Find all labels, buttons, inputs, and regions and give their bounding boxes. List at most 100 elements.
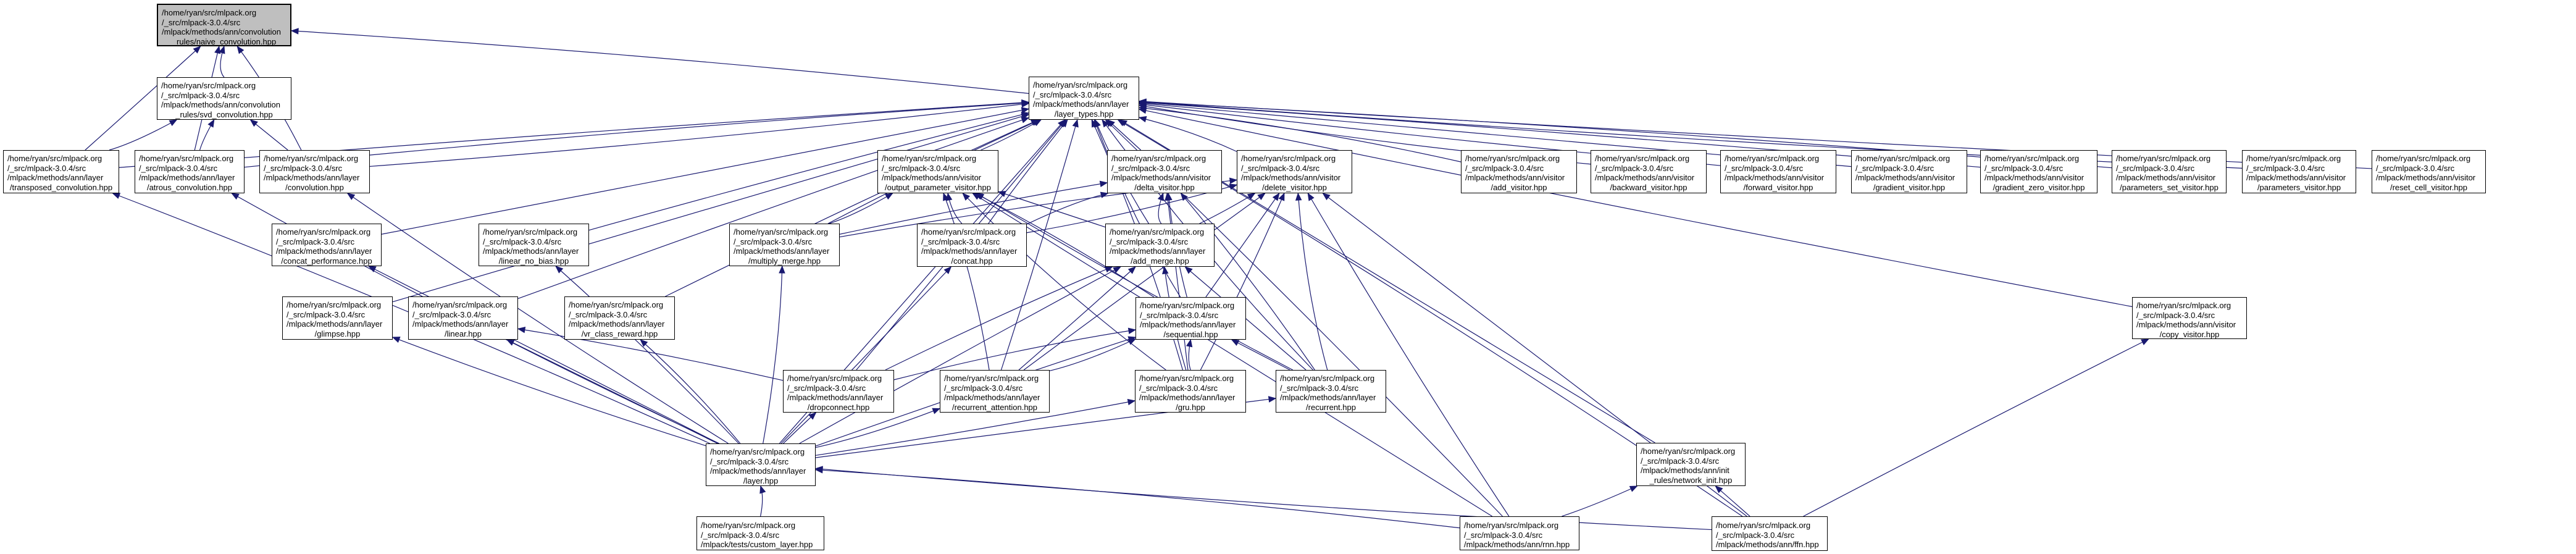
edge-add-merge-to-delete-visitor [1199, 193, 1255, 224]
node-transposed-convolution[interactable]: /home/ryan/src/mlpack.org/_src/mlpack-3.… [3, 150, 119, 193]
arrowhead-icon [1322, 193, 1331, 201]
edge-layer-to-concat-performance [368, 266, 719, 444]
arrowhead-icon [1099, 180, 1108, 187]
node-label-line: /home/ryan/src/mlpack.org [2376, 154, 2471, 163]
node-label-line: /home/ryan/src/mlpack.org [944, 374, 1039, 383]
node-linear-no-bias[interactable]: /home/ryan/src/mlpack.org/_src/mlpack-3.… [479, 224, 589, 266]
arrowhead-icon [1715, 485, 1723, 493]
node-add-merge[interactable]: /home/ryan/src/mlpack.org/_src/mlpack-3.… [1105, 224, 1215, 267]
node-concat-performance[interactable]: /home/ryan/src/mlpack.org/_src/mlpack-3.… [272, 224, 382, 266]
node-concat[interactable]: /home/ryan/src/mlpack.org/_src/mlpack-3.… [917, 224, 1027, 267]
node-sequential[interactable]: /home/ryan/src/mlpack.org/_src/mlpack-3.… [1135, 297, 1246, 340]
edge-rnn-to-network-init [1562, 485, 1637, 517]
node-label-line: /home/ryan/src/mlpack.org [162, 8, 257, 17]
arrowhead-icon [1186, 338, 1193, 348]
node-rnn[interactable]: /home/ryan/src/mlpack.org/_src/mlpack-3.… [1460, 516, 1579, 550]
edge-recurrent-to-delete-visitor [1297, 193, 1328, 371]
node-backward-visitor[interactable]: /home/ryan/src/mlpack.org/_src/mlpack-3.… [1591, 150, 1707, 193]
edge-convolution-to-layer-types [369, 103, 1029, 167]
node-naive-convolution[interactable]: /home/ryan/src/mlpack.org/_src/mlpack-3.… [157, 4, 291, 46]
node-label-line: /mlpack/methods/ann/layer [276, 246, 372, 256]
arrowhead-icon [290, 28, 299, 35]
node-ffn[interactable]: /home/ryan/src/mlpack.org/_src/mlpack-3.… [1712, 516, 1828, 551]
node-label-line: /reset_cell_visitor.hpp [2390, 182, 2467, 192]
edge-ffn-to-copy-visitor [1803, 338, 2149, 517]
node-gru[interactable]: /home/ryan/src/mlpack.org/_src/mlpack-3.… [1135, 370, 1246, 413]
node-delta-visitor[interactable]: /home/ryan/src/mlpack.org/_src/mlpack-3.… [1107, 150, 1222, 193]
arrowhead-icon [1257, 193, 1266, 200]
arrowhead-icon [1104, 266, 1113, 273]
node-recurrent[interactable]: /home/ryan/src/mlpack.org/_src/mlpack-3.… [1276, 370, 1386, 413]
arrowhead-icon [814, 466, 823, 472]
node-label-line: /_src/mlpack-3.0.4/src [2136, 310, 2215, 320]
node-forward-visitor[interactable]: /home/ryan/src/mlpack.org/_src/mlpack-3.… [1720, 150, 1836, 193]
edge-layer-types-to-naive-convolution [291, 30, 1029, 94]
node-label-line: /home/ryan/src/mlpack.org [701, 521, 796, 530]
node-copy-visitor[interactable]: /home/ryan/src/mlpack.org/_src/mlpack-3.… [2132, 297, 2247, 339]
node-label-line: /mlpack/methods/ann/layer [1140, 320, 1236, 329]
node-parameters-visitor[interactable]: /home/ryan/src/mlpack.org/_src/mlpack-3.… [2242, 150, 2356, 193]
arrowhead-icon [367, 266, 377, 272]
node-label-line: /gru.hpp [1176, 402, 1205, 412]
node-output-parameter-visitor[interactable]: /home/ryan/src/mlpack.org/_src/mlpack-3.… [877, 150, 998, 193]
node-label-line: /mlpack/methods/ann/visitor [1725, 173, 1825, 182]
arrowhead-icon [1184, 266, 1193, 274]
node-layer-types[interactable]: /home/ryan/src/mlpack.org/_src/mlpack-3.… [1029, 77, 1139, 120]
node-multiply-merge[interactable]: /home/ryan/src/mlpack.org/_src/mlpack-3.… [729, 224, 840, 266]
node-label-line: /_src/mlpack-3.0.4/src [1595, 163, 1674, 173]
node-label-line: /home/ryan/src/mlpack.org [286, 300, 382, 309]
node-label-line: /_src/mlpack-3.0.4/src [701, 530, 780, 540]
node-recurrent-attention[interactable]: /home/ryan/src/mlpack.org/_src/mlpack-3.… [940, 370, 1050, 413]
edge-layer-to-vr-class-reward [640, 339, 741, 444]
node-label-line: /home/ryan/src/mlpack.org [569, 300, 664, 309]
edge-dropconnect-to-linear [517, 328, 784, 381]
node-add-visitor[interactable]: /home/ryan/src/mlpack.org/_src/mlpack-3.… [1461, 150, 1577, 193]
edge-recurrent-attention-to-add-merge [1018, 266, 1136, 371]
node-label-line: /home/ryan/src/mlpack.org [483, 227, 578, 237]
node-atrous-convolution[interactable]: /home/ryan/src/mlpack.org/_src/mlpack-3.… [135, 150, 245, 193]
edge-glimpse-to-layer-types [392, 114, 1029, 303]
node-dropconnect[interactable]: /home/ryan/src/mlpack.org/_src/mlpack-3.… [783, 370, 894, 413]
node-label-line: /_src/mlpack-3.0.4/src [161, 90, 240, 100]
node-label-line: /home/ryan/src/mlpack.org [1725, 154, 1820, 163]
node-parameters-set-visitor[interactable]: /home/ryan/src/mlpack.org/_src/mlpack-3.… [2112, 150, 2227, 193]
node-label-line: /home/ryan/src/mlpack.org [1033, 80, 1128, 90]
node-label-line: /concat_performance.hpp [281, 256, 372, 266]
node-label-line: /vr_class_reward.hpp [581, 329, 658, 338]
arrowhead-icon [1165, 192, 1171, 201]
node-label-line: /_src/mlpack-3.0.4/src [944, 383, 1023, 393]
node-label-line: /home/ryan/src/mlpack.org [1111, 154, 1206, 163]
node-layer[interactable]: /home/ryan/src/mlpack.org/_src/mlpack-3.… [706, 443, 816, 486]
arrowhead-icon [231, 193, 240, 200]
node-label-line: /_src/mlpack-3.0.4/src [1139, 383, 1218, 393]
node-label-line: /_src/mlpack-3.0.4/src [264, 163, 343, 173]
node-label-line: /backward_visitor.hpp [1610, 182, 1687, 192]
node-label-line: /mlpack/methods/ann/convolution [161, 100, 280, 109]
arrowhead-icon [346, 193, 356, 200]
node-svd-convolution[interactable]: /home/ryan/src/mlpack.org/_src/mlpack-3.… [157, 77, 291, 120]
node-reset-cell-visitor[interactable]: /home/ryan/src/mlpack.org/_src/mlpack-3.… [2372, 150, 2486, 193]
node-label-line: /home/ryan/src/mlpack.org [412, 300, 508, 309]
node-vr-class-reward[interactable]: /home/ryan/src/mlpack.org/_src/mlpack-3.… [564, 296, 675, 340]
node-label-line: /multiply_merge.hpp [748, 256, 821, 266]
node-custom-layer[interactable]: /home/ryan/src/mlpack.org/_src/mlpack-3.… [696, 516, 824, 550]
node-label-line: /home/ryan/src/mlpack.org [1140, 301, 1235, 310]
node-glimpse[interactable]: /home/ryan/src/mlpack.org/_src/mlpack-3.… [282, 296, 393, 340]
node-network-init[interactable]: /home/ryan/src/mlpack.org/_src/mlpack-3.… [1636, 443, 1746, 486]
node-label-line: /mlpack/methods/ann/visitor [1595, 173, 1695, 182]
node-label-line: /mlpack/methods/ann/rnn.hpp [1464, 540, 1570, 549]
node-gradient-zero-visitor[interactable]: /home/ryan/src/mlpack.org/_src/mlpack-3.… [1980, 150, 2097, 193]
node-delete-visitor[interactable]: /home/ryan/src/mlpack.org/_src/mlpack-3.… [1237, 150, 1352, 193]
node-linear[interactable]: /home/ryan/src/mlpack.org/_src/mlpack-3.… [408, 296, 518, 340]
edge-layer-to-multiply-merge [763, 266, 783, 444]
node-label-line: /_src/mlpack-3.0.4/src [412, 309, 491, 319]
node-label-line: /_src/mlpack-3.0.4/src [1111, 163, 1190, 173]
arrowhead-icon [1229, 183, 1238, 190]
node-label-line: /recurrent.hpp [1306, 402, 1356, 412]
arrowhead-icon [517, 327, 526, 334]
node-label-line: /_src/mlpack-3.0.4/src [921, 237, 1000, 246]
node-gradient-visitor[interactable]: /home/ryan/src/mlpack.org/_src/mlpack-3.… [1851, 150, 1967, 193]
node-convolution[interactable]: /home/ryan/src/mlpack.org/_src/mlpack-3.… [259, 150, 370, 193]
arrowhead-icon [1278, 192, 1285, 201]
node-label-line: _rules/svd_convolution.hpp [175, 109, 273, 119]
